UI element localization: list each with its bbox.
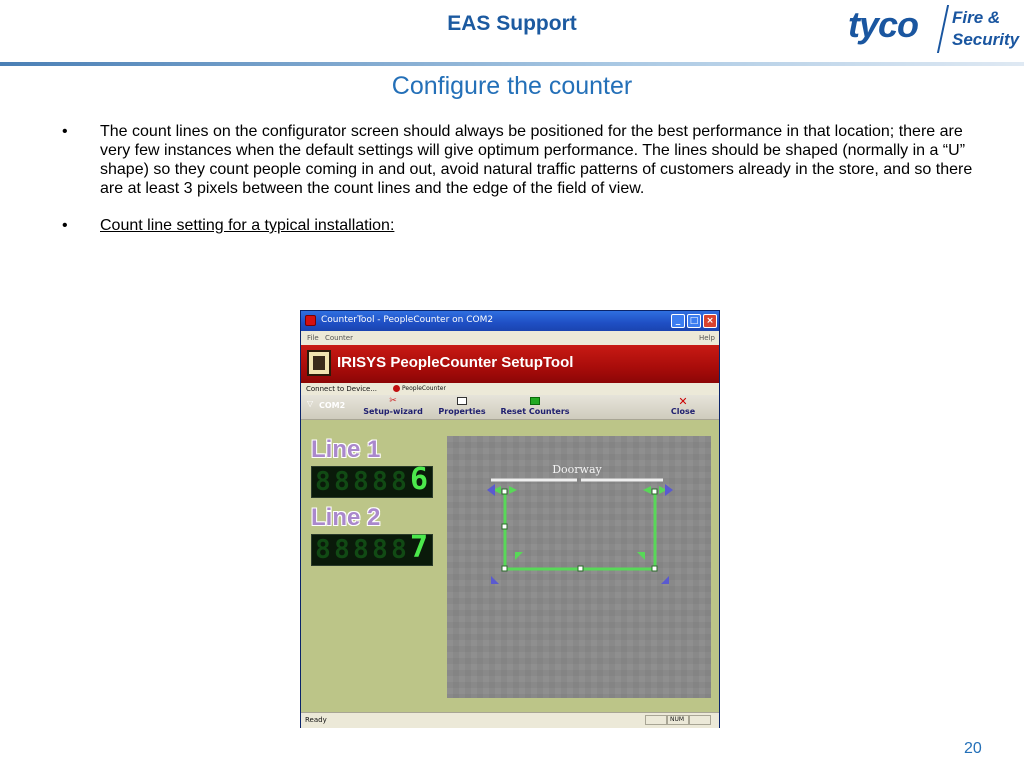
arrow-diagonal-icon xyxy=(661,576,669,584)
toolbar: ▽ COM2 ✂ Setup-wizard Properties Reset C… xyxy=(301,395,719,420)
counter-digit-placeholder: 8 xyxy=(391,535,407,565)
menu-bar: File Counter Help xyxy=(301,331,719,345)
connect-bar: Connect to Device... PeopleCounter xyxy=(301,383,719,395)
bullet-item: • Count line setting for a typical insta… xyxy=(62,216,982,235)
header-title: EAS Support xyxy=(447,12,577,35)
arrow-right-icon xyxy=(659,486,667,494)
count-line-handle[interactable] xyxy=(651,488,658,495)
bullet-marker: • xyxy=(62,217,68,234)
status-panel xyxy=(645,715,667,725)
bullet-list: • The count lines on the configurator sc… xyxy=(62,122,982,235)
reset-counters-label: Reset Counters xyxy=(500,407,570,416)
arrow-right-icon xyxy=(509,486,517,494)
arrow-right-icon xyxy=(665,484,673,496)
setup-wizard-button[interactable]: ✂ Setup-wizard xyxy=(361,396,425,417)
banner-title: IRISYS PeopleCounter SetupTool xyxy=(337,354,574,371)
menu-help[interactable]: Help xyxy=(699,334,715,342)
camera-view[interactable]: Doorway xyxy=(447,436,711,698)
count-line-handle[interactable] xyxy=(651,565,658,572)
logo-divider xyxy=(936,5,950,53)
counter-digit-placeholder: 8 xyxy=(334,467,350,497)
count-line-canvas: Doorway xyxy=(447,436,711,698)
reset-icon xyxy=(530,397,540,405)
counter-digit-placeholder: 8 xyxy=(391,467,407,497)
bullet-marker: • xyxy=(62,123,68,140)
window-title: CounterTool - PeopleCounter on COM2 xyxy=(321,315,494,325)
arrow-left-icon xyxy=(493,486,501,494)
sensor-icon xyxy=(307,350,331,376)
arrow-left-icon xyxy=(487,484,495,496)
status-text: Ready xyxy=(305,716,327,724)
counter-digit-placeholder: 8 xyxy=(372,535,388,565)
arrow-left-icon xyxy=(643,486,651,494)
window-titlebar[interactable]: CounterTool - PeopleCounter on COM2 _ □ … xyxy=(301,311,719,331)
logo-brand: tyco xyxy=(848,4,919,45)
minimize-button[interactable]: _ xyxy=(671,314,685,328)
counter-digit-placeholder: 8 xyxy=(372,467,388,497)
close-icon: ✕ xyxy=(678,395,688,408)
counter-digit-placeholder: 8 xyxy=(315,467,331,497)
countertool-window: CounterTool - PeopleCounter on COM2 _ □ … xyxy=(300,310,720,728)
reset-counters-button[interactable]: Reset Counters xyxy=(497,397,573,416)
com-port-label[interactable]: COM2 xyxy=(319,401,346,410)
counter-digit-placeholder: 8 xyxy=(334,535,350,565)
status-bar: Ready NUM xyxy=(301,712,719,728)
setup-wizard-label: Setup-wizard xyxy=(363,407,423,416)
count-line-handle[interactable] xyxy=(577,565,584,572)
app-banner: IRISYS PeopleCounter SetupTool xyxy=(301,345,719,383)
page-number: 20 xyxy=(964,740,982,757)
count-line-handle[interactable] xyxy=(501,523,508,530)
status-panel xyxy=(667,715,689,725)
arrow-diagonal-icon xyxy=(515,552,523,560)
line-2-count-value: 7 xyxy=(410,530,429,565)
arrow-diagonal-icon xyxy=(637,552,645,560)
line-1-counter: 8 8 8 8 8 6 xyxy=(311,462,433,498)
close-tool-button[interactable]: ✕ Close xyxy=(665,395,701,416)
bullet-text: Count line setting for a typical install… xyxy=(100,217,395,234)
count-line-handle[interactable] xyxy=(501,488,508,495)
line-2-counter: 8 8 8 8 8 7 xyxy=(311,530,433,566)
logo-tagline-line1: Fire & xyxy=(952,8,1001,27)
slide-title: Configure the counter xyxy=(391,72,633,100)
count-line-handle[interactable] xyxy=(501,565,508,572)
line-1-label: Line 1 xyxy=(311,436,381,463)
line-2-label: Line 2 xyxy=(311,504,381,531)
properties-label: Properties xyxy=(438,407,486,416)
counter-workarea: Line 1 8 8 8 8 8 6 Line 2 8 8 8 8 8 7 xyxy=(301,420,719,712)
menu-file[interactable]: File xyxy=(307,334,319,342)
line-1-count-value: 6 xyxy=(410,462,429,497)
counter-digit-placeholder: 8 xyxy=(353,467,369,497)
doorway-label: Doorway xyxy=(552,463,602,476)
logo-tagline-line2: Security xyxy=(952,30,1020,49)
menu-counter[interactable]: Counter xyxy=(325,334,353,342)
status-panel xyxy=(689,715,711,725)
window-close-button[interactable]: × xyxy=(703,314,717,328)
chevron-down-icon[interactable]: ▽ xyxy=(307,399,314,408)
properties-icon xyxy=(457,397,467,405)
num-lock-indicator: NUM xyxy=(670,716,685,723)
properties-button[interactable]: Properties xyxy=(435,397,489,416)
maximize-button[interactable]: □ xyxy=(687,314,701,328)
bullet-item: • The count lines on the configurator sc… xyxy=(62,122,982,198)
bullet-text: The count lines on the configurator scre… xyxy=(100,123,973,197)
tyco-logo: tyco Fire & Security xyxy=(848,2,1024,58)
close-label: Close xyxy=(670,407,696,416)
connect-to-device-link[interactable]: Connect to Device... xyxy=(306,385,378,393)
device-status-icon xyxy=(393,385,400,392)
wizard-icon: ✂ xyxy=(389,396,397,406)
header-divider xyxy=(0,62,1024,66)
arrow-diagonal-icon xyxy=(491,576,499,584)
device-name[interactable]: PeopleCounter xyxy=(402,385,446,392)
counter-digit-placeholder: 8 xyxy=(353,535,369,565)
app-icon xyxy=(305,315,316,326)
counter-digit-placeholder: 8 xyxy=(315,535,331,565)
